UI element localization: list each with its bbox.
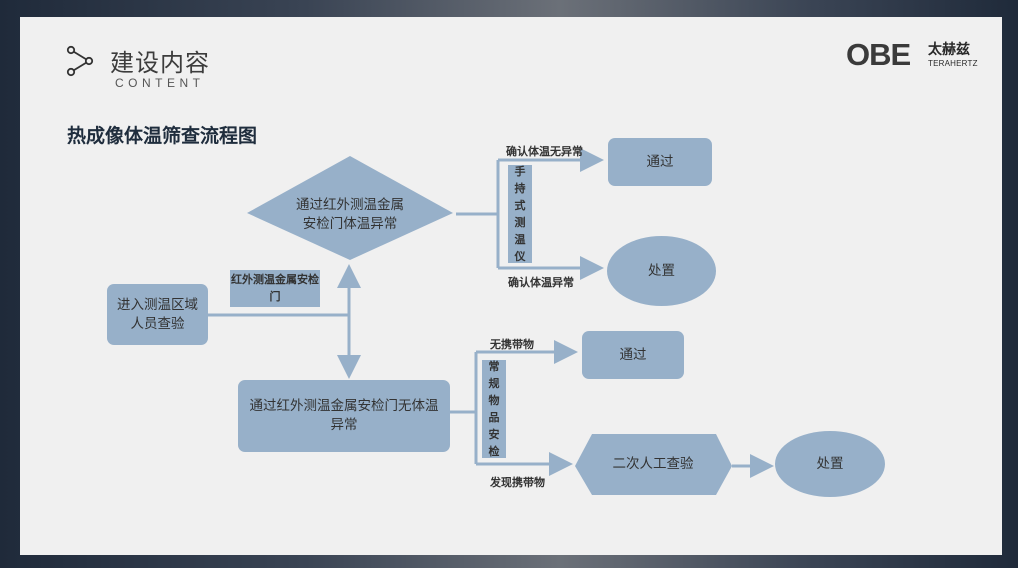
handle-bottom-node-label: 处置 [816, 455, 844, 472]
slide: 建设内容 CONTENT OBE 太赫兹 TERAHERTZ 热成像体温筛查流程… [20, 17, 1002, 555]
share-nodes-icon [66, 45, 94, 77]
diamond-shape [247, 156, 453, 260]
header-title: 建设内容 [110, 49, 210, 77]
no-anomaly-node [238, 380, 450, 452]
pass-mid-node [582, 331, 684, 379]
pass-mid-node-label: 通过 [619, 346, 647, 363]
found-items-label: 发现携带物 [490, 476, 545, 489]
hexagon-shape [575, 434, 732, 495]
manual-check-node-label: 二次人工查验 [612, 456, 694, 472]
handle-bottom-node [775, 431, 885, 497]
handheld-label: 手持式测温仪 [508, 165, 532, 263]
no-items-label: 无携带物 [490, 338, 534, 351]
routine-check-label: 常规物品安检 [482, 360, 506, 458]
pass-top-node [608, 138, 712, 186]
flow-connectors [208, 148, 774, 495]
start-node-label: 进入测温区域人员查验 [117, 296, 198, 332]
header-subtitle: CONTENT [115, 76, 205, 90]
page-title: 热成像体温筛查流程图 [67, 125, 258, 147]
confirm-abnormal-label: 确认体温异常 [508, 276, 574, 289]
handle-top-node [607, 236, 716, 306]
no-anomaly-node-label: 通过红外测温金属安检门无体温异常 [249, 398, 439, 433]
pass-top-node-label: 通过 [646, 153, 674, 170]
logo-cn-text: 太赫兹 [928, 42, 970, 58]
start-node [107, 284, 208, 345]
brand-logo: OBE 太赫兹 TERAHERTZ [846, 37, 986, 77]
logo-mark: OBE [846, 37, 911, 72]
confirm-normal-label: 确认体温无异常 [506, 145, 583, 158]
handle-top-node-label: 处置 [648, 262, 675, 279]
logo-en-text: TERAHERTZ [928, 59, 978, 68]
diamond-node-label: 通过红外测温金属安检门体温异常 [296, 197, 404, 232]
gate-label: 红外测温金属安检门 [230, 270, 320, 307]
